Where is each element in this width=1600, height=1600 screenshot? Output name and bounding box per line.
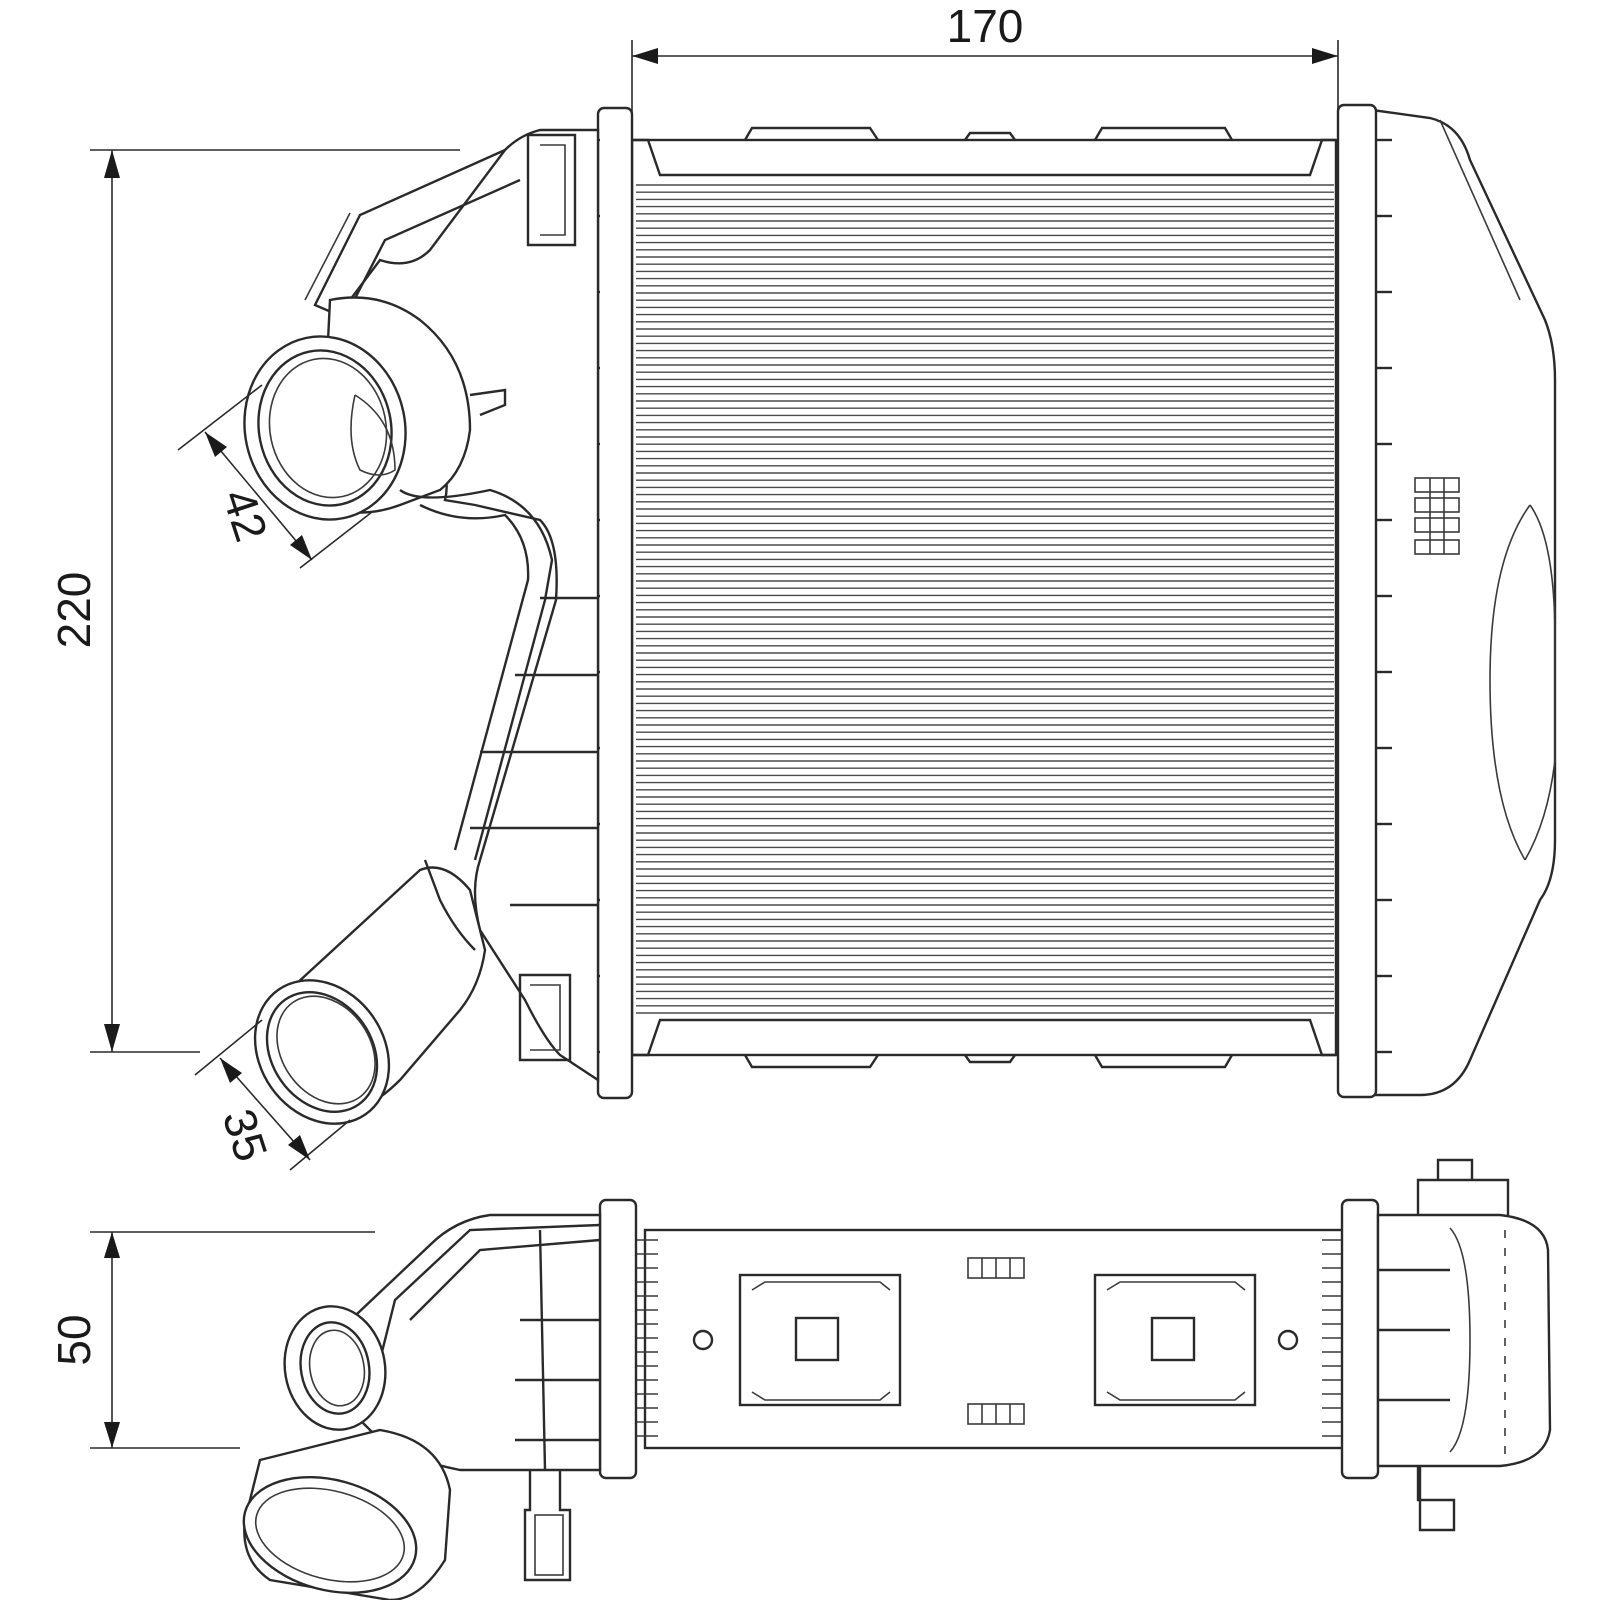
- top-core-comb-right: [1322, 1239, 1342, 1437]
- dimension-width-label: 170: [947, 0, 1024, 52]
- top-left-tank: [242, 1213, 602, 1600]
- dimension-height-label: 220: [48, 572, 100, 649]
- mounting-pad-left: [738, 1273, 902, 1407]
- core-fins: [636, 184, 1334, 1014]
- inlet-pipe: [253, 859, 487, 1125]
- left-inlet-tank: [243, 128, 600, 1125]
- dimension-width: 170: [631, 0, 1339, 118]
- outlet-pipe: [243, 296, 507, 521]
- right-end-tank: [1336, 103, 1557, 1099]
- dimension-depth-label: 50: [48, 1314, 100, 1365]
- top-right-tank: [1376, 1158, 1552, 1532]
- tank-marking: [1414, 477, 1460, 555]
- right-plate-ticks: [1376, 138, 1392, 1054]
- top-view: 50: [48, 1158, 1552, 1600]
- top-core-comb-left: [636, 1239, 658, 1437]
- dimension-height: 220: [48, 149, 460, 1053]
- dimension-depth: 50: [48, 1231, 375, 1449]
- left-tank-ribs: [470, 596, 598, 907]
- front-view: 170 220 42 35: [48, 0, 1557, 1171]
- mounting-pad-right: [1093, 1273, 1257, 1407]
- top-view-markings: [967, 1257, 1025, 1425]
- core-block: [630, 126, 1338, 1069]
- dimension-outlet-diameter-label: 42: [213, 483, 278, 548]
